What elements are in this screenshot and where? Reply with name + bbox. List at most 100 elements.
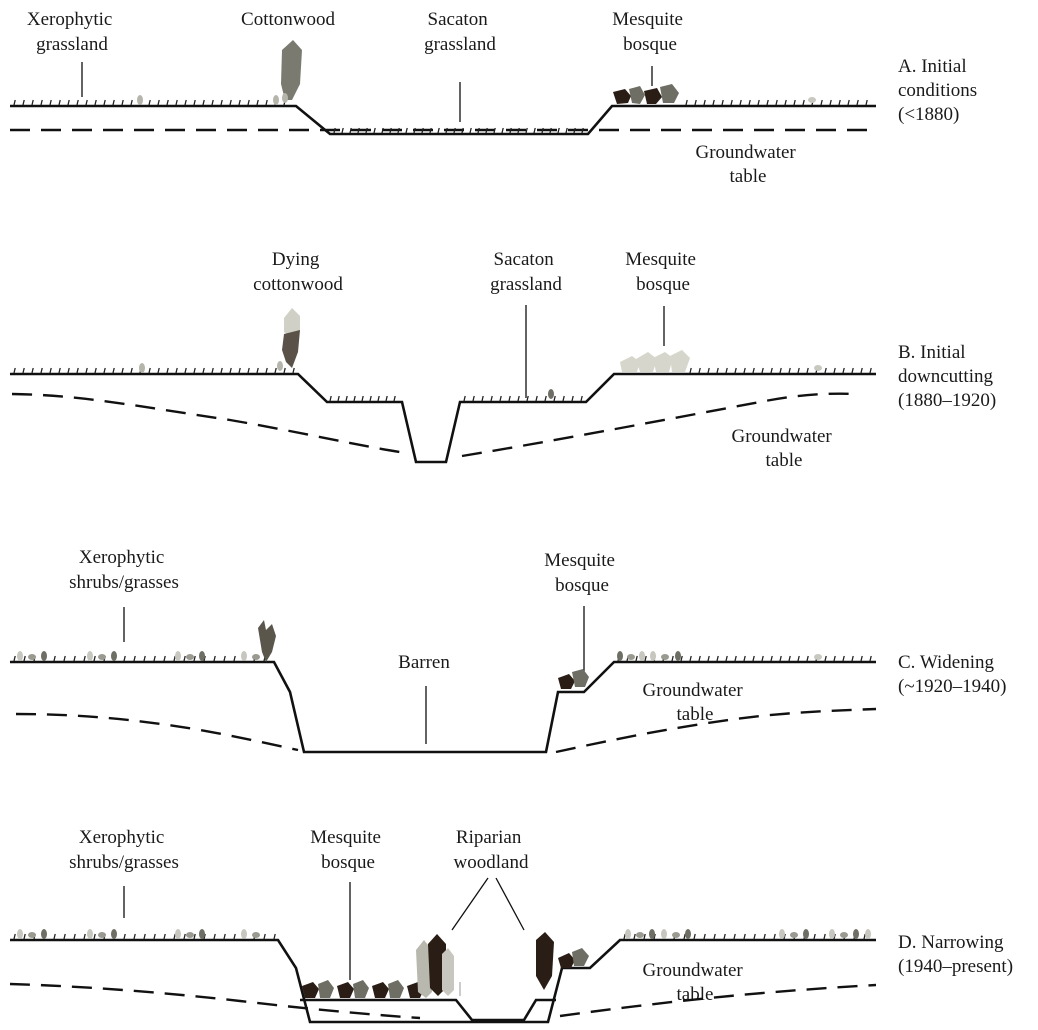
grass-tick [273,933,276,940]
grass-tick [247,367,250,374]
grass-tick [421,127,424,134]
label-line: Mesquite [544,550,615,571]
grass-tick [85,99,88,106]
shrub [137,95,143,105]
grass-tick [184,99,187,106]
shrub [87,651,93,661]
shrub [627,654,635,660]
grass-tick [581,127,584,134]
grass-tick [562,395,565,402]
grass-tick [213,933,216,940]
title-line: (1940–present) [898,956,1013,977]
shrub [87,929,93,939]
mesquite-tree [636,352,657,372]
mesquite-tree [302,982,319,998]
grass-tick [680,655,683,662]
leader-line [495,877,525,931]
grass-tick [526,395,529,402]
grass-tick [763,933,766,940]
mesquite-tree [318,980,334,998]
shrub [829,929,835,939]
grass-tick [766,99,769,106]
grass-tick [851,655,854,662]
label-line: Riparian [456,827,522,848]
grass-tick [833,655,836,662]
grass-tick [173,655,176,662]
grass-tick [743,933,746,940]
label-line: Xerophytic [79,547,164,568]
grass-tick [381,127,384,134]
grass-tick [31,99,34,106]
grass-tick [148,367,151,374]
shrub [186,654,194,660]
grass-tick [689,655,692,662]
grass-tick [847,99,850,106]
shrub [808,97,816,103]
grass-tick [469,127,472,134]
grass-tick [157,99,160,106]
grass-tick [842,367,845,374]
grass-tick [67,367,70,374]
grass-tick [357,127,360,134]
label-line: table [766,450,803,471]
shrub [175,651,181,661]
grass-tick [73,655,76,662]
grass-tick [820,99,823,106]
grass-tick [94,367,97,374]
panel-title: C. Widening (~1920–1940) [898,652,1006,697]
grass-tick [247,99,250,106]
grass-tick [743,367,746,374]
label-line: grassland [36,34,108,55]
grass-tick [477,127,480,134]
mesquite-tree [572,948,589,966]
grass-tick [797,367,800,374]
shrub [199,651,205,661]
panel-c: Xerophytic shrubs/grasses Barren Mesquit… [10,547,1006,754]
shrub [803,929,809,939]
panel-a: Xerophytic grassland Cottonwood Sacaton … [10,9,982,187]
grass-tick [694,99,697,106]
grass-tick [76,99,79,106]
grass-tick [193,367,196,374]
title-line: conditions [898,80,977,101]
grass-tick [94,99,97,106]
label-groundwater-table: Groundwater table [643,960,748,1005]
shrub [282,93,288,103]
grass-tick [493,127,496,134]
label-line: bosque [555,575,609,596]
grass-tick [813,933,816,940]
grass-tick [369,395,372,402]
grass-tick [256,99,259,106]
grass-tick [783,933,786,940]
grass-tick [349,127,352,134]
grass-tick [341,127,344,134]
grass-tick [788,655,791,662]
grass-tick [238,99,241,106]
title-line: A. Initial [898,56,967,77]
label-groundwater-table: Groundwater table [732,426,837,471]
grass-tick [788,367,791,374]
grass-tick [806,367,809,374]
grass-tick [265,99,268,106]
shrub [548,389,554,399]
grass-tick [76,367,79,374]
mesquite-tree [613,89,631,104]
grass-tick [58,99,61,106]
panel-title: A. Initial conditions (<1880) [898,56,982,125]
grass-tick [525,127,528,134]
grass-tick [713,933,716,940]
grass-tick [793,99,796,106]
label-mesquite-bosque: Mesquite bosque [310,827,385,873]
grass-tick [263,933,266,940]
riparian-woodland-trees [416,932,554,998]
groundwater-line [9,982,877,1020]
label-line: Groundwater [643,960,744,981]
label-line: shrubs/grasses [69,852,179,873]
mesquite-tree [653,352,673,372]
grass-tick [123,933,126,940]
grass-tick [535,395,538,402]
groundwater-line [11,392,857,458]
mesquite-tree [372,982,389,998]
grass-tick [734,367,737,374]
